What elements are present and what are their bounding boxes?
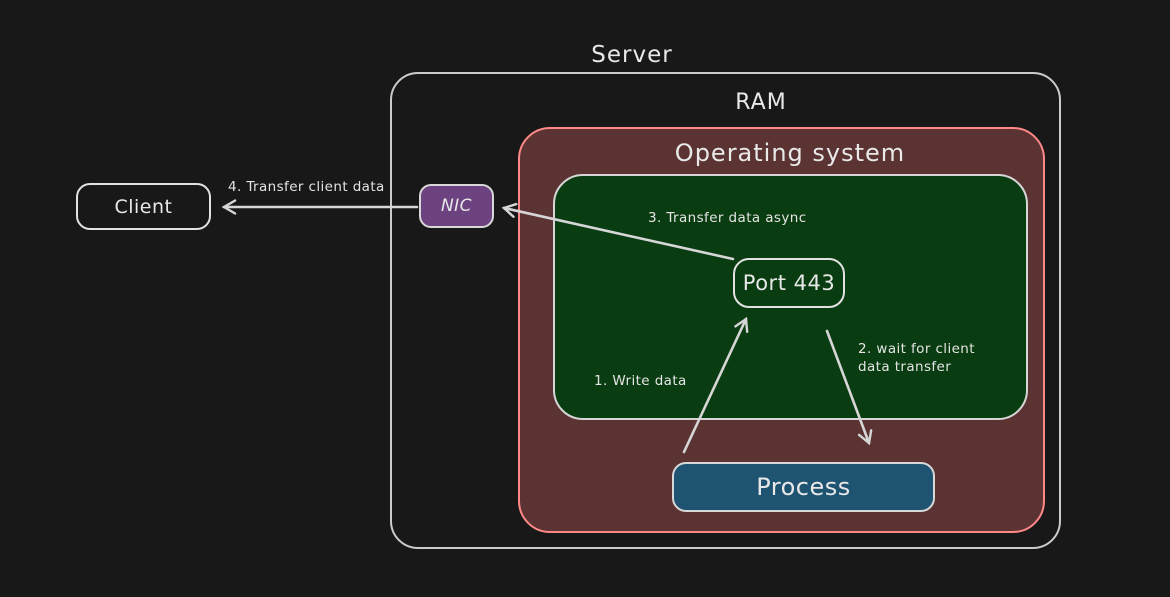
ram-label: RAM (735, 90, 787, 115)
client-node: Client (76, 183, 211, 230)
nic-label: NIC (440, 196, 473, 216)
arrow-label-transfer-client: 4. Transfer client data (228, 179, 385, 195)
arrow-label-wait-transfer-line2: data transfer (858, 359, 952, 375)
arrow-label-wait-transfer: 2. wait for client data transfer (858, 340, 975, 376)
arrow-label-wait-transfer-line1: 2. wait for client (858, 341, 975, 357)
port-443-node: Port 443 (733, 258, 845, 308)
port-443-label: Port 443 (742, 271, 836, 295)
nic-node: NIC (419, 184, 494, 228)
process-node: Process (672, 462, 935, 512)
process-label: Process (756, 473, 851, 501)
operating-system-label: Operating system (674, 139, 906, 167)
arrow-label-write-data: 1. Write data (594, 373, 687, 389)
client-label: Client (114, 195, 173, 218)
server-box (390, 72, 1061, 549)
server-label: Server (591, 42, 673, 68)
arrow-label-transfer-async: 3. Transfer data async (648, 210, 807, 226)
